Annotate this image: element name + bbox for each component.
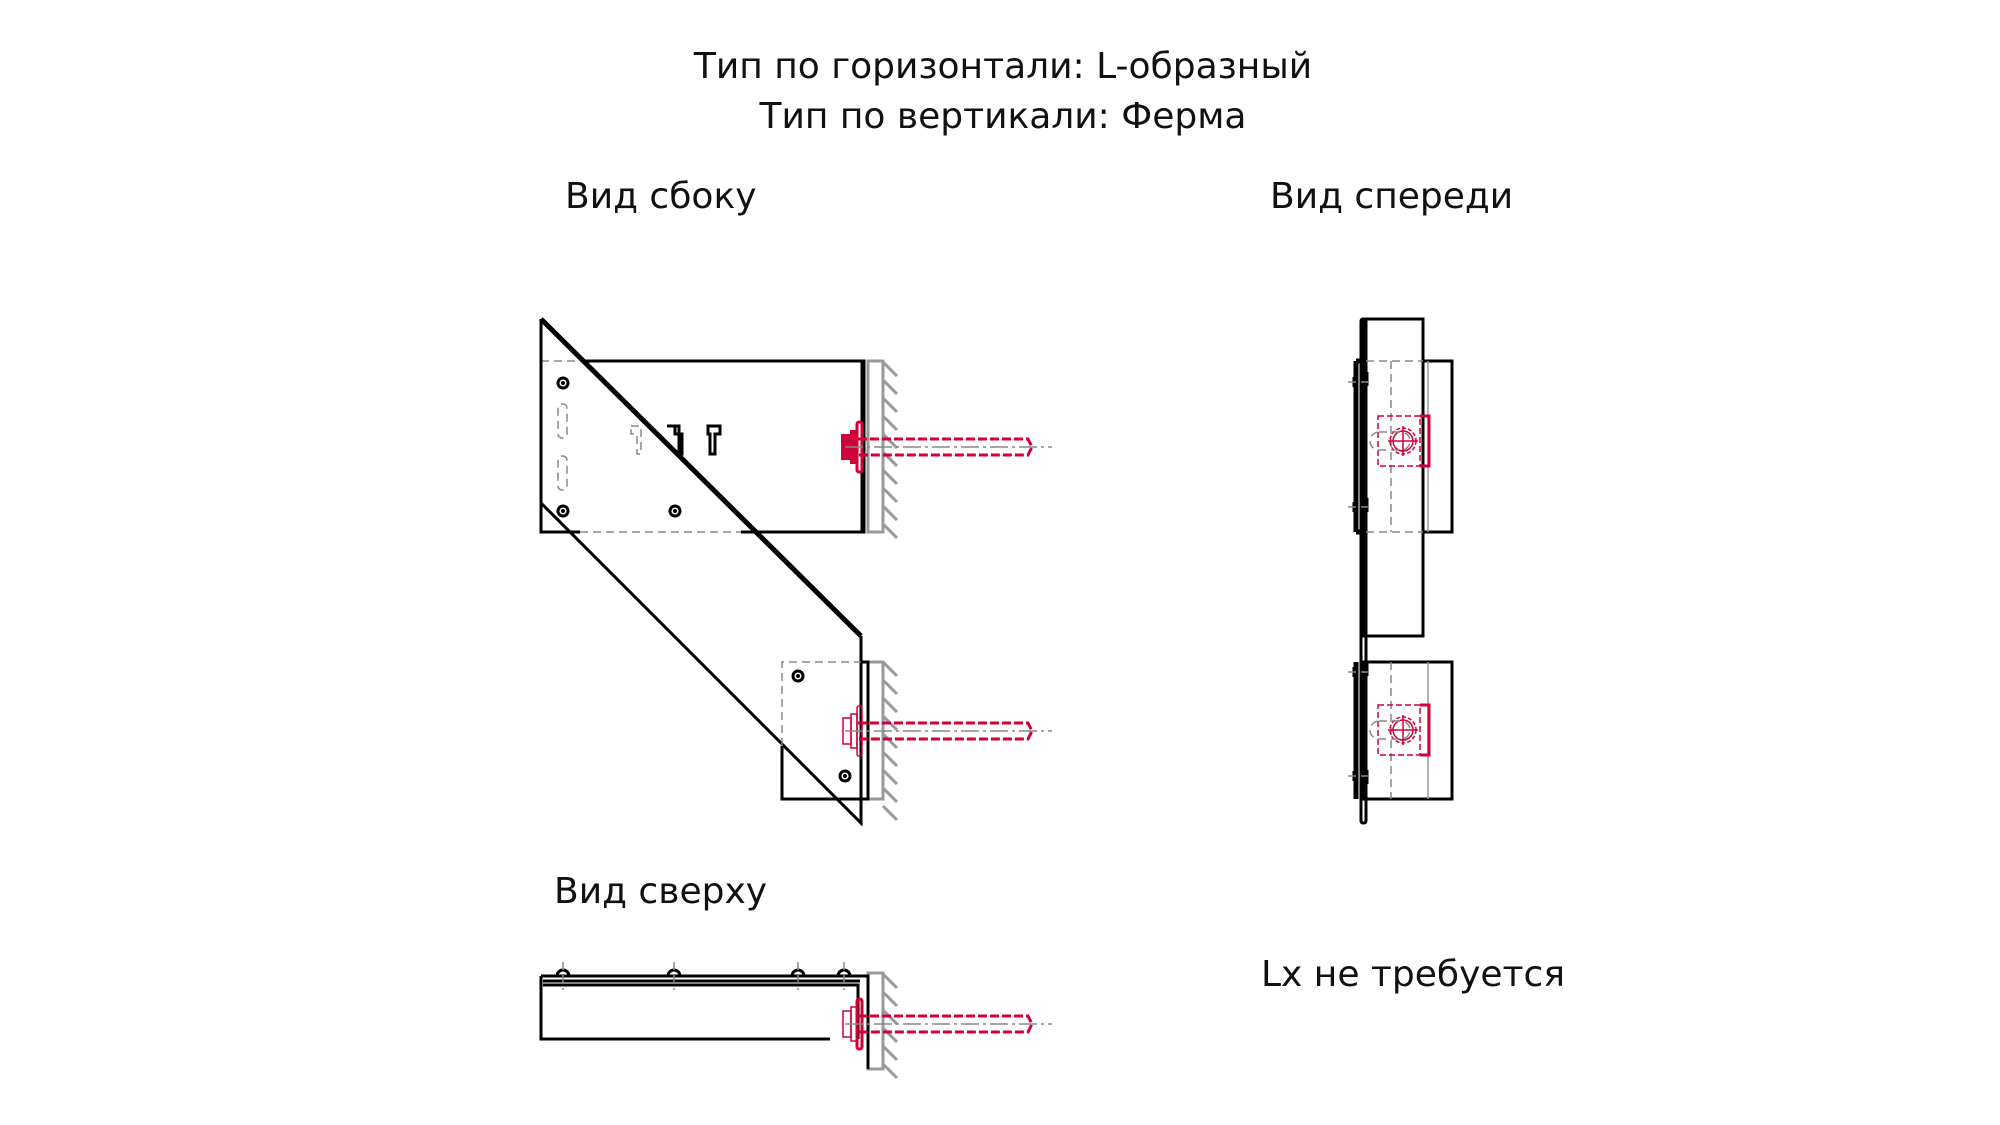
front-view-title: Вид спереди — [1270, 176, 1513, 217]
rivet-icons — [1348, 372, 1372, 784]
top-view-title: Вид сверху — [554, 871, 767, 912]
top-view — [539, 962, 1052, 1080]
truss-outline — [1361, 317, 1425, 638]
side-view — [539, 317, 1052, 827]
screw-icons — [556, 376, 852, 783]
anchor-bolt-lower — [842, 705, 1052, 757]
rivet-icons-top — [555, 962, 852, 990]
plate-edge — [1359, 317, 1368, 825]
vertical-type-label: Тип по вертикали: Ферма — [759, 96, 1247, 137]
lower-bracket-front — [1353, 660, 1454, 801]
horizontal-type-label: Тип по горизонтали: L-образный — [693, 46, 1312, 87]
anchor-bolt-top — [842, 997, 1052, 1051]
side-view-title: Вид сбоку — [565, 176, 757, 217]
wall-hatch — [866, 359, 899, 822]
front-view — [1348, 317, 1454, 825]
upper-bracket — [539, 359, 866, 534]
lower-bracket — [780, 660, 870, 801]
lx-note: Lx не требуется — [1261, 954, 1565, 995]
truss-plate — [539, 317, 863, 827]
anchor-bolt-upper — [841, 420, 1052, 474]
upper-bracket-front — [1353, 358, 1454, 535]
